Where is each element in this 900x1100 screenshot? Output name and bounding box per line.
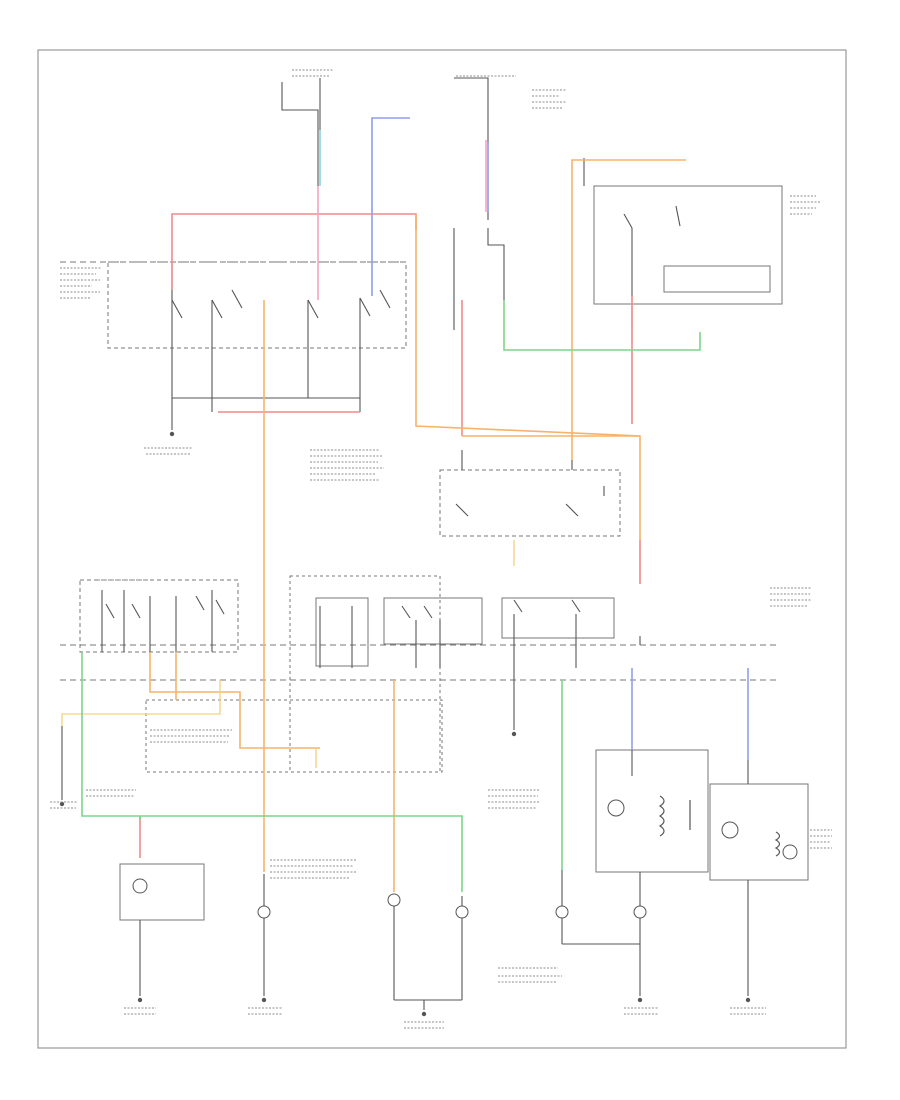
wires-orange [149,159,686,892]
wires-blue [371,117,749,760]
lamp-3-icon [455,905,469,919]
left-switch-box [79,579,239,653]
lamp-6-icon [607,799,625,817]
ground-icon [745,997,751,1003]
coil-icon [774,831,781,857]
lamp-2-icon [387,893,401,907]
headlamp-switch-box [107,261,407,349]
wires-black [61,77,749,1010]
relay-module-box [593,185,783,305]
multifunction-switch-box [439,469,621,537]
relay-coils [658,795,781,857]
component-boxes [79,185,809,921]
relay-a-box [315,597,369,667]
lamp-1-icon [257,905,271,919]
bottom-module-box [145,699,443,773]
lamp-5-icon [633,905,647,919]
right-lamp-assembly-b [709,783,809,881]
lamp-switch-module-box [289,575,441,773]
ground-icon [137,997,143,1003]
coil-icon [658,795,665,837]
dimmer-icon [132,878,148,894]
ground-icon [169,431,175,437]
switch-contacts [105,205,681,619]
ground-icon [59,801,65,807]
ground-icon [421,1011,427,1017]
lamp-7-icon [721,821,739,839]
ground-icon [261,997,267,1003]
ground-icon [637,997,643,1003]
lamp-8-icon [782,844,798,860]
dimmer-control-box [119,863,205,921]
relay-inner-box [663,265,771,293]
illegible-label-blocks [50,69,832,1029]
wires-yellow [61,540,515,768]
bus-lines [60,261,780,681]
lamp-4-icon [555,905,569,919]
lamps [132,799,798,919]
diagram-border [37,49,847,1049]
wires-green [81,300,701,892]
ground-symbols [59,431,751,1017]
right-lamp-assembly-a [595,749,709,873]
wires-pink [317,140,487,300]
relay-b-box [383,597,483,645]
ground-icon [511,731,517,737]
relay-c-box [501,597,615,639]
